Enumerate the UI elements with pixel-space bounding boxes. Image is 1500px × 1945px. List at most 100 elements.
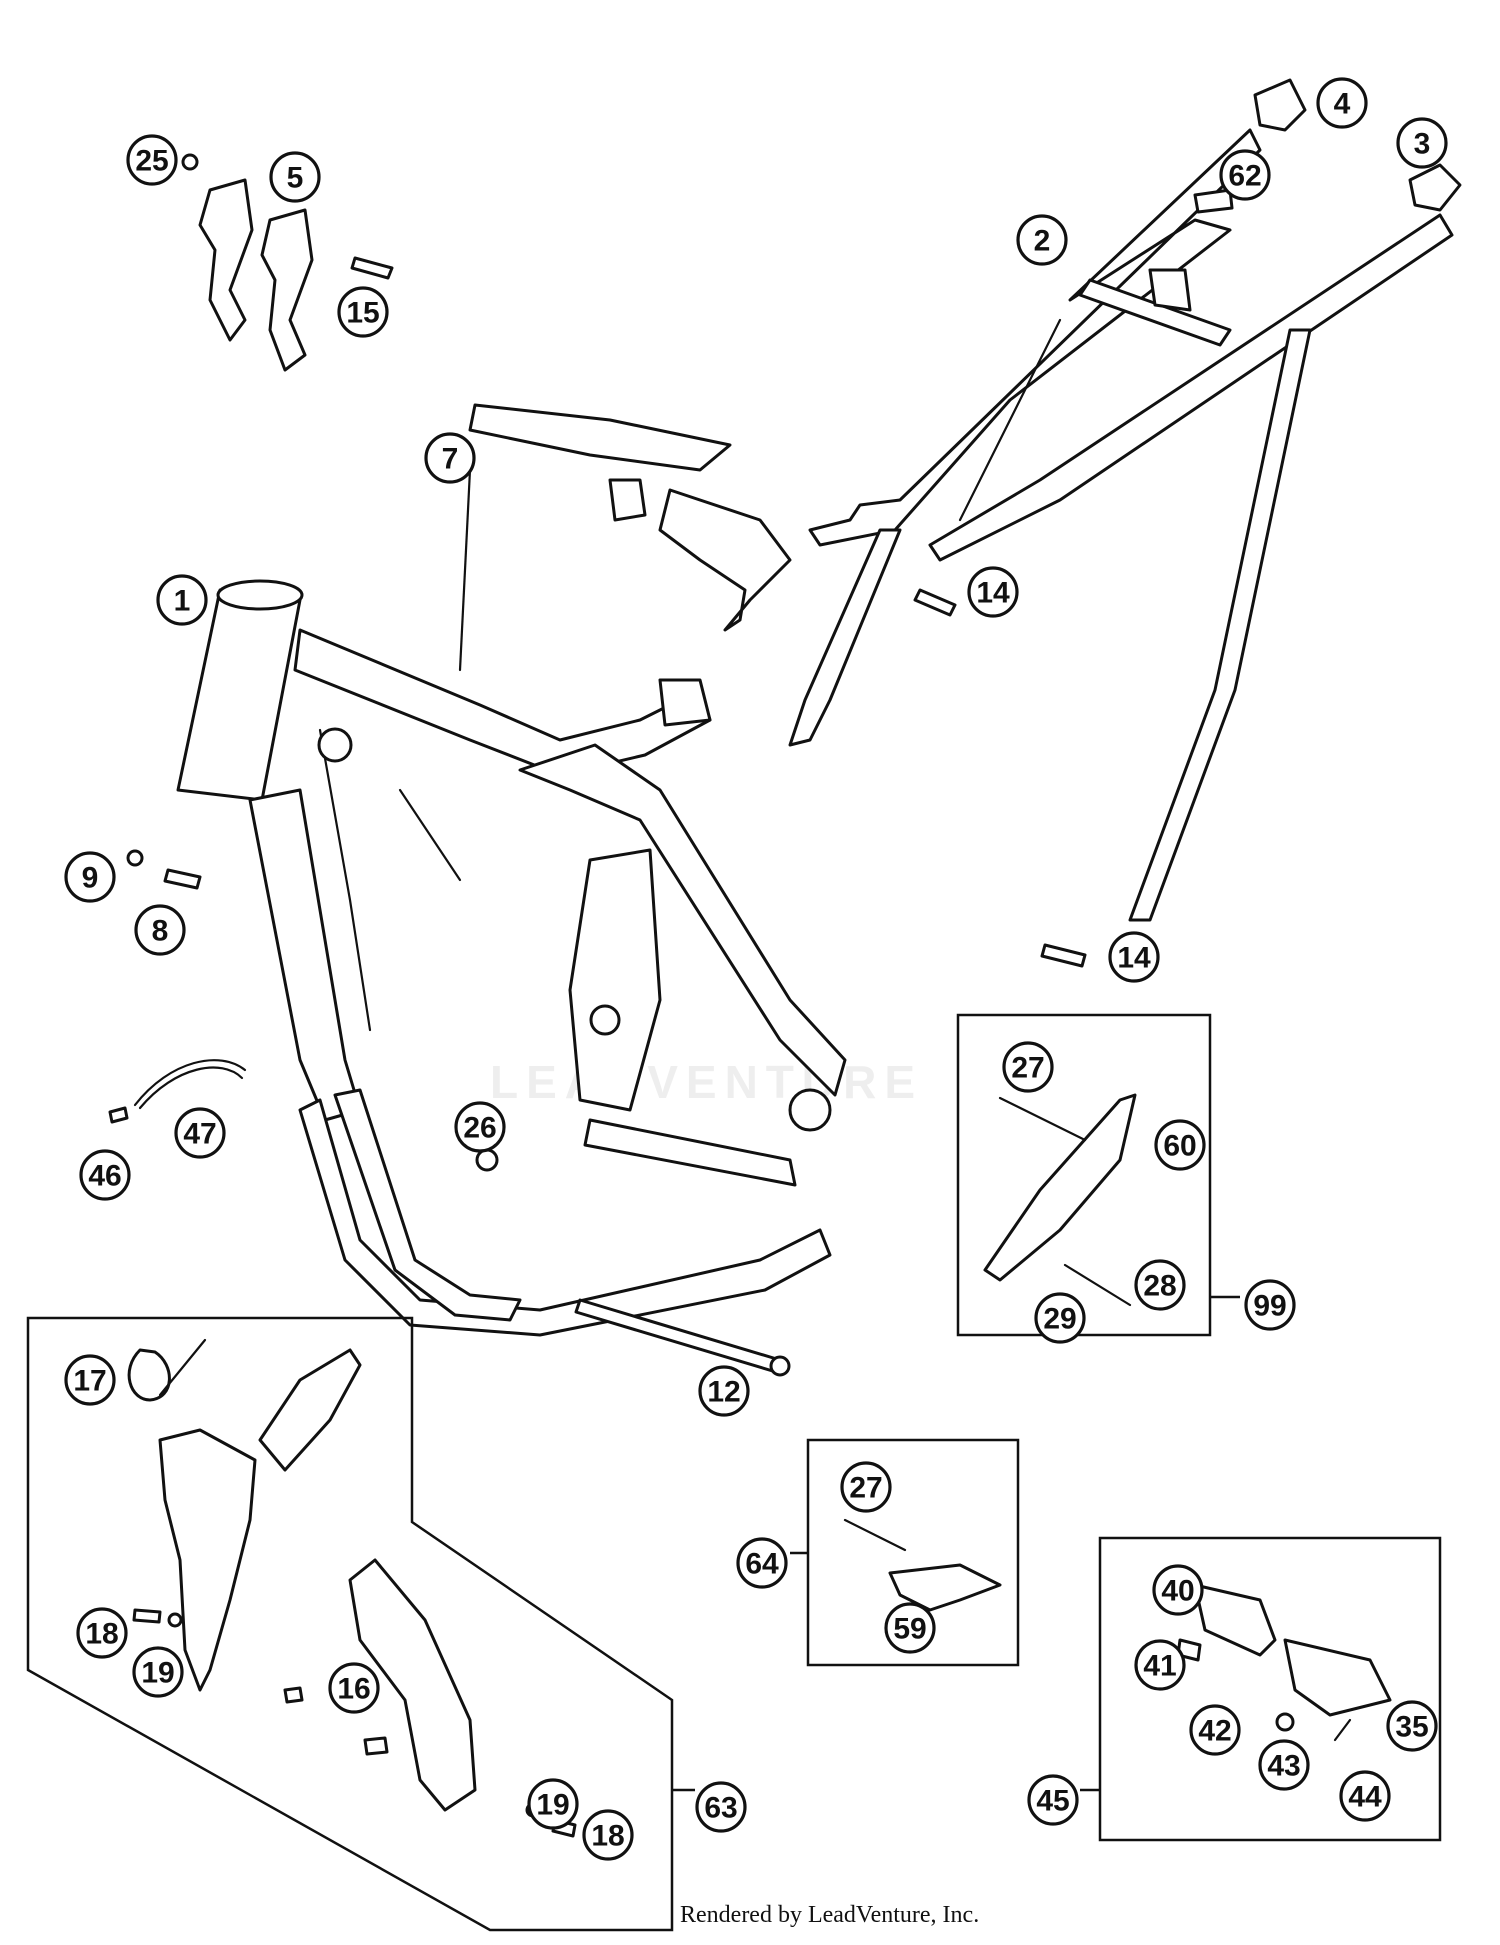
callout-circle (1339, 1770, 1391, 1822)
callout-circle (132, 1646, 184, 1698)
callout-circle (1396, 117, 1448, 169)
frame-guard-left (158, 1348, 362, 1692)
callout-27: 27 (840, 1461, 892, 1513)
callout-16: 16 (328, 1662, 380, 1714)
callout-circle (1002, 1041, 1054, 1093)
callout-5: 5 (269, 151, 321, 203)
callout-label: 8 (152, 915, 169, 948)
callout-label: 43 (1267, 1750, 1300, 1783)
callout-circle (698, 1365, 750, 1417)
callout-45: 45 (1027, 1774, 1079, 1826)
callout-circle (1016, 214, 1068, 266)
callout-14: 14 (967, 566, 1019, 618)
callout-label: 64 (745, 1548, 779, 1581)
callout-circle (840, 1461, 892, 1513)
callout-18: 18 (582, 1809, 634, 1861)
bolt-14-lower (1040, 943, 1087, 968)
callout-42: 42 (1189, 1704, 1241, 1756)
callout-layer: 1234578912141415161718181919252627272829… (64, 77, 1448, 1861)
callout-circle (1108, 931, 1160, 983)
cable-tie-17 (127, 1348, 171, 1402)
callout-label: 16 (337, 1673, 370, 1706)
callout-29: 29 (1034, 1292, 1086, 1344)
callout-label: 35 (1395, 1711, 1428, 1744)
bolt-8 (163, 868, 202, 890)
callout-circle (1152, 1564, 1204, 1616)
watermark-text: LEADVENTURE (490, 1056, 923, 1108)
callout-label: 14 (1117, 942, 1151, 975)
callout-28: 28 (1134, 1259, 1186, 1311)
callout-41: 41 (1134, 1639, 1186, 1691)
callout-15: 15 (337, 286, 389, 338)
callout-circle (156, 574, 208, 626)
callout-64: 64 (736, 1537, 788, 1589)
callout-18: 18 (76, 1607, 128, 1659)
callout-label: 18 (591, 1820, 624, 1853)
callout-43: 43 (1258, 1739, 1310, 1791)
callout-label: 47 (183, 1118, 216, 1151)
callout-label: 44 (1348, 1781, 1382, 1814)
bracket-62 (1193, 188, 1234, 214)
callout-26: 26 (454, 1101, 506, 1153)
bolt-12 (574, 1298, 782, 1374)
nut-9 (126, 849, 144, 867)
main-frame (176, 468, 847, 1337)
kit-box-63 (26, 1316, 674, 1932)
callout-19: 19 (132, 1646, 184, 1698)
callout-circle (1244, 1279, 1296, 1331)
callout-4: 4 (1316, 77, 1368, 129)
callout-circle (884, 1602, 936, 1654)
callout-circle (1027, 1774, 1079, 1826)
callout-60: 60 (1154, 1119, 1206, 1171)
callout-label: 40 (1161, 1575, 1194, 1608)
callout-label: 3 (1414, 128, 1431, 161)
callout-25: 25 (126, 134, 178, 186)
vent-hose-47 (133, 1059, 247, 1107)
callout-2: 2 (1016, 214, 1068, 266)
callout-circle (1189, 1704, 1241, 1756)
callout-12: 12 (698, 1365, 750, 1417)
callout-circle (328, 1662, 380, 1714)
callout-label: 19 (536, 1789, 569, 1822)
callout-label: 12 (707, 1376, 740, 1409)
heat-shield-7 (468, 403, 792, 632)
callout-label: 28 (1143, 1270, 1176, 1303)
callout-label: 2 (1034, 225, 1051, 258)
callout-8: 8 (134, 904, 186, 956)
callout-14: 14 (1108, 931, 1160, 983)
callout-circle (967, 566, 1019, 618)
callout-label: 14 (976, 577, 1010, 610)
callout-label: 1 (174, 585, 191, 618)
callout-label: 9 (82, 862, 99, 895)
callout-3: 3 (1396, 117, 1448, 169)
callout-19: 19 (527, 1778, 579, 1830)
callout-circle (1386, 1700, 1438, 1752)
callout-label: 15 (346, 297, 379, 330)
callout-circle (695, 1781, 747, 1833)
callout-9: 9 (64, 851, 116, 903)
subframe-end-cap-4 (1253, 78, 1307, 132)
callout-label: 17 (73, 1365, 106, 1398)
callout-label: 63 (704, 1792, 737, 1825)
callout-1: 1 (156, 574, 208, 626)
callout-circle (134, 904, 186, 956)
callout-circle (1219, 149, 1271, 201)
callout-label: 19 (141, 1657, 174, 1690)
callout-circle (582, 1809, 634, 1861)
callout-99: 99 (1244, 1279, 1296, 1331)
callout-59: 59 (884, 1602, 936, 1654)
callout-label: 59 (893, 1613, 926, 1646)
kit-box-45 (1098, 1536, 1442, 1842)
callout-label: 62 (1228, 160, 1261, 193)
callout-label: 29 (1043, 1303, 1076, 1336)
frame-guard-right (348, 1558, 477, 1812)
subframe (788, 128, 1454, 922)
callout-label: 4 (1334, 88, 1351, 121)
callout-circle (337, 286, 389, 338)
callout-label: 26 (463, 1112, 496, 1145)
callout-label: 42 (1198, 1715, 1231, 1748)
callout-circle (1034, 1292, 1086, 1344)
callout-44: 44 (1339, 1770, 1391, 1822)
callout-circle (79, 1149, 131, 1201)
callout-46: 46 (79, 1149, 131, 1201)
